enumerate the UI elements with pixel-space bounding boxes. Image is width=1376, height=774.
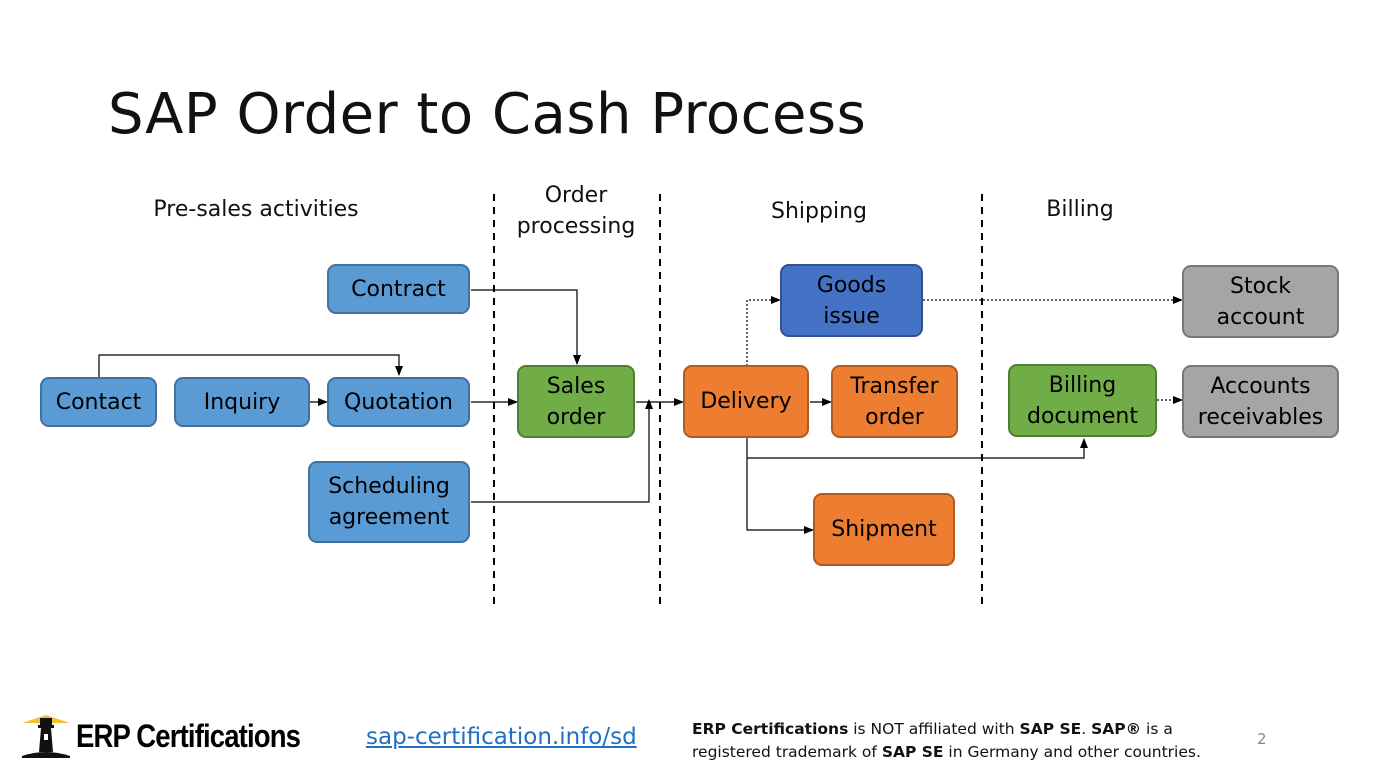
box-contract: Contract <box>327 264 470 314</box>
box-stock-account: Stock account <box>1182 265 1339 338</box>
box-inquiry: Inquiry <box>174 377 310 427</box>
disclaimer-part1: is NOT affiliated with <box>848 720 1020 738</box>
box-stock-account-line1: Stock <box>1230 273 1291 299</box>
arrow-delivery-shipment <box>746 438 814 534</box>
phase-order-processing: Order processing <box>506 180 646 242</box>
disclaimer-part4: in Germany and other countries. <box>943 743 1201 761</box>
box-delivery: Delivery <box>683 365 809 438</box>
box-billing-document: Billing document <box>1008 364 1157 437</box>
phase-shipping-label: Shipping <box>771 199 867 224</box>
box-scheduling-line2: agreement <box>328 505 450 530</box>
box-inquiry-label: Inquiry <box>203 389 281 415</box>
disclaimer-brand: ERP Certifications <box>692 720 849 738</box>
lighthouse-icon <box>22 715 70 758</box>
arrow-contact-quotation <box>98 354 403 377</box>
box-transfer-order-line1: Transfer <box>850 373 939 399</box>
page-title: SAP Order to Cash Process <box>108 82 867 147</box>
phase-shipping: Shipping <box>760 196 878 227</box>
arrow-contract-sales-order <box>471 289 581 365</box>
box-shipment: Shipment <box>813 493 955 566</box>
box-sales-order: Sales order <box>517 365 635 438</box>
box-goods-issue-line2: issue <box>823 303 880 329</box>
footer-disclaimer: ERP Certifications is NOT affiliated wit… <box>692 718 1232 764</box>
disclaimer-sap-registered: SAP® <box>1091 720 1142 738</box>
box-quotation: Quotation <box>327 377 470 427</box>
arrow-scheduling-sales-order <box>471 399 653 503</box>
box-scheduling-line1: Scheduling <box>328 474 450 499</box>
box-contact-label: Contact <box>55 389 142 415</box>
disclaimer-part2: . <box>1081 720 1092 738</box>
phase-billing-label: Billing <box>1046 197 1114 222</box>
phase-order-processing-line1: Order <box>544 183 608 208</box>
footer-logo-text: ERP Certifications <box>76 717 301 754</box>
box-scheduling-agreement: Scheduling agreement <box>308 461 470 543</box>
box-goods-issue-line1: Goods <box>816 272 887 298</box>
disclaimer-sap-se-2: SAP SE <box>881 743 944 761</box>
box-contact: Contact <box>40 377 157 427</box>
page-number: 2 <box>1257 730 1267 748</box>
box-quotation-label: Quotation <box>344 389 453 415</box>
box-stock-account-line2: account <box>1216 304 1305 330</box>
box-shipment-label: Shipment <box>831 517 937 542</box>
box-contract-label: Contract <box>351 276 446 302</box>
phase-billing: Billing <box>1030 194 1130 225</box>
footer-logo[interactable]: ERP Certifications <box>20 712 337 760</box>
box-sales-order-line1: Sales <box>546 373 606 399</box>
box-accounts-receivables-line2: receivables <box>1197 404 1324 430</box>
phase-order-processing-line2: processing <box>516 214 636 239</box>
box-billing-document-line2: document <box>1027 403 1138 429</box>
box-transfer-order: Transfer order <box>831 365 958 438</box>
footer-website-link[interactable]: sap-certification.info/sd <box>366 724 637 750</box>
box-billing-document-line1: Billing <box>1048 372 1117 398</box>
disclaimer-sap-se: SAP SE <box>1019 720 1082 738</box>
disclaimer-part3: is a registered trademark of <box>692 720 1173 761</box>
box-sales-order-line2: order <box>546 404 606 430</box>
box-accounts-receivables: Accounts receivables <box>1182 365 1339 438</box>
phase-presales: Pre-sales activities <box>150 194 362 225</box>
arrow-delivery-goods-issue <box>746 296 781 366</box>
box-goods-issue: Goods issue <box>780 264 923 337</box>
box-accounts-receivables-line1: Accounts <box>1210 373 1311 399</box>
arrow-delivery-billing-document <box>747 438 1088 459</box>
phase-presales-label: Pre-sales activities <box>153 197 359 222</box>
box-delivery-label: Delivery <box>700 389 792 414</box>
box-transfer-order-line2: order <box>865 404 924 430</box>
